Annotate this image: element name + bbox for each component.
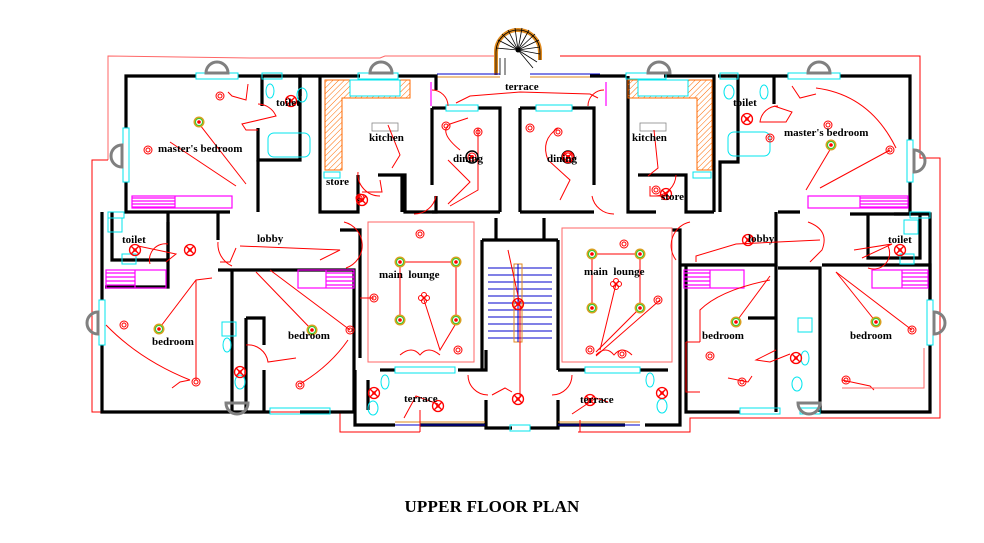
socket-outlet-icon [215, 91, 225, 101]
room-label-kitchen-left: kitchen [369, 132, 404, 144]
fan-point-icon [183, 243, 197, 257]
fan-point-icon [740, 112, 754, 126]
fan-point-icon [511, 297, 525, 311]
room-label-toilet-top-right: toilet [733, 97, 757, 109]
top-terrace-edge [437, 73, 600, 78]
room-labels: terrace master's bedroom toilet kitchen … [122, 81, 912, 406]
socket-outlet-icon [191, 377, 201, 387]
wiring-and-doors [105, 82, 925, 432]
chandelier-icon [465, 150, 479, 164]
pendant-light-icon [610, 278, 622, 290]
ceiling-light-icon [586, 302, 598, 314]
socket-outlet-icon [841, 375, 851, 385]
ceiling-light-icon [306, 324, 318, 336]
room-label-bedroom-left-2: bedroom [288, 330, 330, 342]
ceiling-light-icon [634, 302, 646, 314]
socket-outlet-icon [823, 120, 833, 130]
socket-outlet-icon [143, 145, 153, 155]
socket-outlet-icon [617, 349, 627, 359]
socket-outlet-icon [345, 325, 355, 335]
fan-point-icon [741, 233, 755, 247]
ceiling-light-icon [153, 323, 165, 335]
socket-outlet-icon [553, 127, 563, 137]
fan-point-icon [511, 392, 525, 406]
socket-outlet-icon [453, 345, 463, 355]
spiral-staircase [494, 27, 542, 75]
room-label-toilet-top-left: toilet [276, 97, 300, 109]
socket-outlet-icon [653, 295, 663, 305]
fan-point-icon [583, 393, 597, 407]
ceiling-light-icon [450, 314, 462, 326]
socket-outlet-icon [369, 293, 379, 303]
socket-outlet-icon [737, 377, 747, 387]
fan-point-icon [893, 243, 907, 257]
fan-point-icon [655, 386, 669, 400]
ceiling-light-icon [394, 314, 406, 326]
fan-point-icon [367, 386, 381, 400]
wardrobes [105, 195, 929, 289]
fan-point-icon [561, 150, 575, 164]
fan-point-icon [431, 399, 445, 413]
room-label-kitchen-right: kitchen [632, 132, 667, 144]
kitchen-counters [324, 79, 713, 171]
room-label-terrace-left: terrace [404, 393, 438, 405]
room-label-store-left: store [326, 176, 349, 188]
external-wall-lights [85, 60, 947, 416]
socket-outlet-icon [705, 351, 715, 361]
room-label-dining-left: dining [453, 153, 483, 165]
room-label-toilet-mid-left: toilet [122, 234, 146, 246]
room-label-terrace-right: terrace [580, 394, 614, 406]
ceiling-light-icon [450, 256, 462, 268]
ceiling-light-icon [730, 316, 742, 328]
room-label-main-lounge-right: main lounge [584, 266, 645, 278]
room-label-store-right: store [661, 191, 684, 203]
drawing-title: UPPER FLOOR PLAN [404, 497, 580, 516]
walls [100, 74, 932, 430]
room-label-lobby-left: lobby [257, 233, 284, 245]
socket-outlet-icon [441, 121, 451, 131]
socket-outlet-icon [295, 380, 305, 390]
socket-outlet-icon [619, 239, 629, 249]
room-label-main-lounge-left: main lounge [379, 269, 440, 281]
sanitary-fixtures [107, 83, 919, 416]
socket-outlet-icon [765, 133, 775, 143]
socket-outlet-icon [585, 345, 595, 355]
ceiling-light-icon [394, 256, 406, 268]
ceiling-lights [153, 116, 882, 336]
sockets-and-fans [119, 91, 917, 413]
socket-outlet-icon [119, 320, 129, 330]
ceiling-light-icon [634, 248, 646, 260]
bottom-terrace-edge [395, 421, 640, 426]
fan-point-icon [789, 351, 803, 365]
pendant-light-icon [418, 292, 430, 304]
room-label-master-bedroom-right: master's bedroom [784, 127, 868, 139]
fan-point-icon [233, 365, 247, 379]
room-label-bedroom-right-1: bedroom [702, 330, 744, 342]
room-label-master-bedroom-left: master's bedroom [158, 143, 242, 155]
room-label-bedroom-left-1: bedroom [152, 336, 194, 348]
room-label-bedroom-right-2: bedroom [850, 330, 892, 342]
socket-outlet-icon [907, 325, 917, 335]
ceiling-light-icon [586, 248, 598, 260]
socket-outlet-icon [415, 229, 425, 239]
room-label-terrace-top: terrace [505, 81, 539, 93]
socket-outlet-icon [885, 145, 895, 155]
ceiling-light-icon [193, 116, 205, 128]
room-label-toilet-mid-right: toilet [888, 234, 912, 246]
socket-outlet-icon [473, 127, 483, 137]
fan-point-icon [284, 94, 298, 108]
ceiling-light-icon [870, 316, 882, 328]
fan-point-icon [128, 243, 142, 257]
outer-wiring-boundary [91, 55, 941, 433]
socket-outlet-icon [525, 123, 535, 133]
ceiling-light-icon [825, 139, 837, 151]
room-label-dining-right: dining [547, 153, 577, 165]
socket-outlet-icon [651, 185, 661, 195]
room-label-lobby-right: lobby [748, 233, 775, 245]
fan-point-icon [659, 187, 673, 201]
socket-outlet-icon [355, 193, 365, 203]
